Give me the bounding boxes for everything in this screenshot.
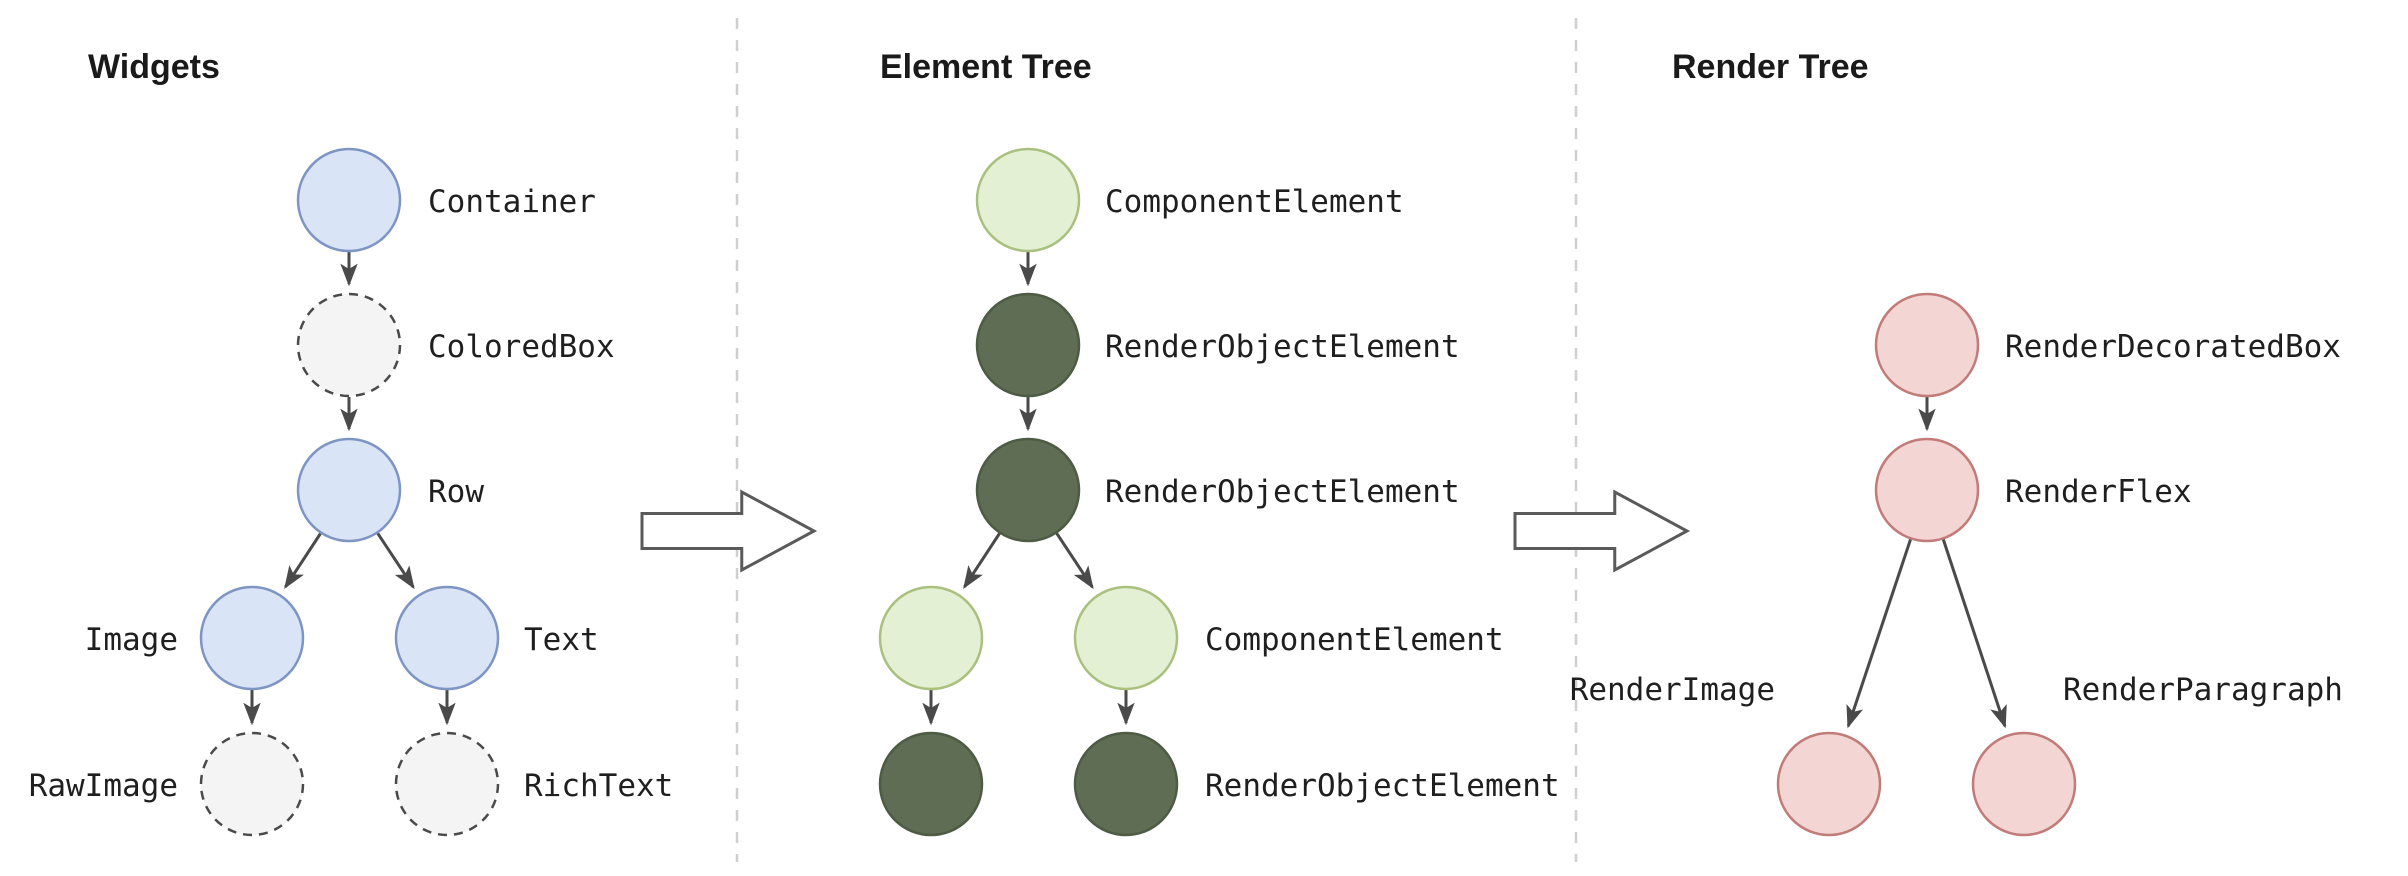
node-label-widget-coloredbox: ColoredBox	[428, 329, 615, 365]
node-label-element-component-root: ComponentElement	[1105, 184, 1404, 220]
node-circle-widget-richtext[interactable]	[394, 731, 500, 837]
node-label-widget-row: Row	[428, 474, 484, 510]
node-label-render-paragraph: RenderParagraph	[2063, 672, 2343, 708]
node-render-image[interactable]: RenderImage	[1570, 672, 1882, 837]
node-widget-rawimage[interactable]: RawImage	[29, 731, 305, 837]
transition-arrow-1	[640, 489, 818, 573]
tree-edges	[243, 252, 2007, 729]
transition-arrow-2	[1513, 489, 1691, 573]
edge-flex-image	[1846, 538, 1912, 729]
node-label-element-component-right: ComponentElement	[1205, 622, 1504, 658]
node-circle-widget-image[interactable]	[199, 585, 305, 691]
node-element-renderobject-1[interactable]: RenderObjectElement	[975, 292, 1460, 398]
node-element-component-left[interactable]	[878, 585, 984, 691]
node-widget-image[interactable]: Image	[85, 585, 305, 691]
node-element-renderobject-right[interactable]: RenderObjectElement	[1073, 731, 1560, 837]
node-render-decoratedbox[interactable]: RenderDecoratedBox	[1874, 292, 2341, 398]
node-circle-widget-coloredbox[interactable]	[296, 292, 402, 398]
node-label-widget-rawimage: RawImage	[29, 768, 178, 804]
node-circle-render-flex[interactable]	[1874, 437, 1980, 543]
node-label-widget-image: Image	[85, 622, 178, 658]
column-heading-render-tree: Render Tree	[1672, 48, 1869, 86]
node-element-component-root[interactable]: ComponentElement	[975, 147, 1404, 253]
edge-row-image	[284, 532, 322, 589]
node-element-renderobject-left[interactable]	[878, 731, 984, 837]
edge-ro2-compl	[963, 532, 1001, 589]
node-widget-coloredbox[interactable]: ColoredBox	[296, 292, 615, 398]
node-widget-text[interactable]: Text	[394, 585, 599, 691]
node-circle-render-image[interactable]	[1776, 731, 1882, 837]
node-element-renderobject-2[interactable]: RenderObjectElement	[975, 437, 1460, 543]
node-circle-widget-rawimage[interactable]	[199, 731, 305, 837]
node-label-element-renderobject-right: RenderObjectElement	[1205, 768, 1560, 804]
node-render-paragraph[interactable]: RenderParagraph	[1971, 672, 2343, 837]
node-element-component-right[interactable]: ComponentElement	[1073, 585, 1504, 691]
node-circle-element-renderobject-1[interactable]	[975, 292, 1081, 398]
node-circle-element-component-left[interactable]	[878, 585, 984, 691]
node-label-widget-container: Container	[428, 184, 596, 220]
transition-arrows	[640, 489, 1691, 573]
node-circle-element-renderobject-2[interactable]	[975, 437, 1081, 543]
node-render-flex[interactable]: RenderFlex	[1874, 437, 2192, 543]
node-label-widget-text: Text	[524, 622, 599, 658]
edge-ro2-compr	[1055, 532, 1094, 590]
node-circle-element-component-root[interactable]	[975, 147, 1081, 253]
node-circle-element-renderobject-right[interactable]	[1073, 731, 1179, 837]
node-circle-element-component-right[interactable]	[1073, 585, 1179, 691]
node-label-render-image: RenderImage	[1570, 672, 1775, 708]
column-heading-element-tree: Element Tree	[880, 48, 1092, 86]
column-heading-widgets: Widgets	[88, 48, 220, 86]
node-circle-widget-container[interactable]	[296, 147, 402, 253]
node-circle-widget-row[interactable]	[296, 437, 402, 543]
column-headings: Widgets Element Tree Render Tree	[88, 48, 1869, 86]
node-label-render-flex: RenderFlex	[2005, 474, 2192, 510]
node-label-element-renderobject-2: RenderObjectElement	[1105, 474, 1460, 510]
node-circle-widget-text[interactable]	[394, 585, 500, 691]
node-widget-container[interactable]: Container	[296, 147, 596, 253]
edge-row-text	[376, 532, 415, 590]
column-dividers	[735, 18, 1578, 862]
node-circle-element-renderobject-left[interactable]	[878, 731, 984, 837]
node-widget-row[interactable]: Row	[296, 437, 484, 543]
node-label-widget-richtext: RichText	[524, 768, 673, 804]
node-circle-render-paragraph[interactable]	[1971, 731, 2077, 837]
node-label-render-decoratedbox: RenderDecoratedBox	[2005, 329, 2341, 365]
node-label-element-renderobject-1: RenderObjectElement	[1105, 329, 1460, 365]
edge-flex-paragraph	[1941, 538, 2007, 729]
node-circle-render-decoratedbox[interactable]	[1874, 292, 1980, 398]
node-widget-richtext[interactable]: RichText	[394, 731, 673, 837]
